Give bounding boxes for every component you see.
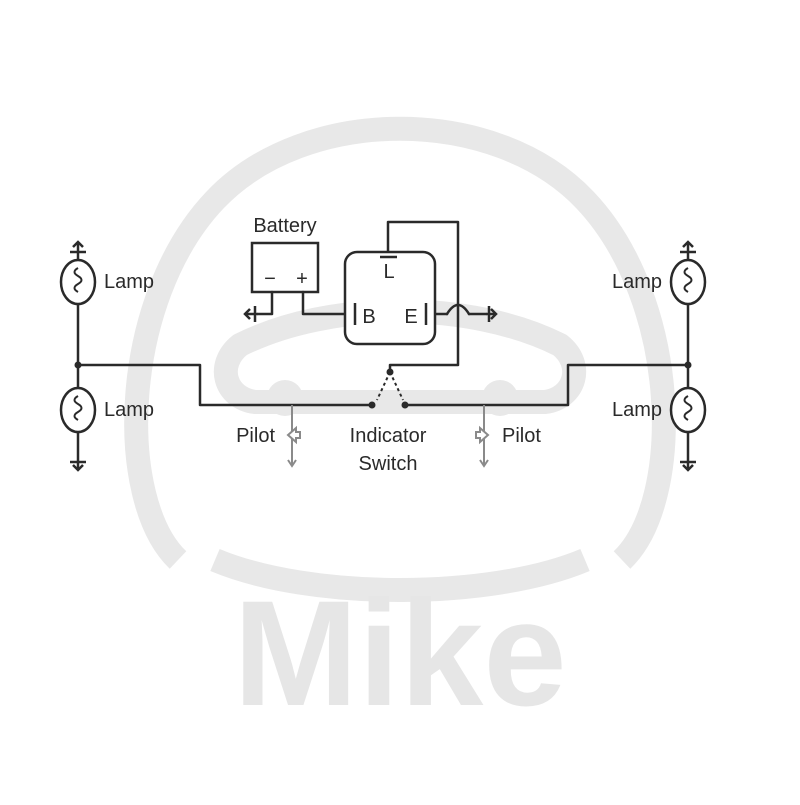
- pilot-right-label: Pilot: [502, 425, 541, 447]
- wire-battery-plus: [301, 290, 352, 316]
- flasher-terminal-e: E: [404, 306, 417, 328]
- lamp-right-bottom-symbol: [669, 386, 707, 434]
- wire-crossover: [445, 303, 471, 316]
- wire-right-feed: [403, 363, 690, 407]
- indicator-switch-symbol: [368, 368, 409, 409]
- switch-label-line1: Indicator: [350, 425, 427, 447]
- lamp-left-bottom-label: Lamp: [104, 399, 154, 421]
- ground-battery-symbol: [243, 306, 258, 322]
- switch-label-line2: Switch: [359, 453, 418, 475]
- watermark: [124, 116, 676, 602]
- watermark-text: Mike: [233, 569, 566, 737]
- watermark-helmet-outline: [124, 116, 676, 569]
- terminal-symbols: [70, 240, 696, 472]
- battery-minus-label: −: [264, 268, 276, 290]
- lamp-left-bottom-symbol: [59, 386, 97, 434]
- battery-box: [250, 241, 320, 294]
- flasher-terminal-b: B: [362, 306, 375, 328]
- pilot-left-symbol: [286, 405, 301, 468]
- lamp-right-top-label: Lamp: [612, 271, 662, 293]
- battery-plus-label: +: [296, 268, 308, 290]
- watermark-dot-left: [267, 380, 303, 416]
- flasher-unit: [343, 250, 437, 346]
- wire-battery-minus: [256, 290, 274, 316]
- wire-left-feed: [76, 363, 372, 407]
- watermark-dot-right: [482, 380, 518, 416]
- junction-right: [684, 361, 692, 369]
- lamp-left-top-symbol: [59, 258, 97, 306]
- flasher-terminal-l: L: [383, 261, 394, 283]
- lamp-right-bottom-label: Lamp: [612, 399, 662, 421]
- pilot-right-symbol: [475, 405, 490, 468]
- pilot-left-label: Pilot: [236, 425, 275, 447]
- wire-flasher-to-switch: [386, 220, 460, 374]
- battery-label: Battery: [253, 215, 316, 237]
- watermark-chin: [210, 548, 590, 602]
- ground-flasher-symbol: [486, 306, 498, 322]
- lamp-right-top-symbol: [669, 258, 707, 306]
- lamp-left-top-label: Lamp: [104, 271, 154, 293]
- junction-left: [74, 361, 82, 369]
